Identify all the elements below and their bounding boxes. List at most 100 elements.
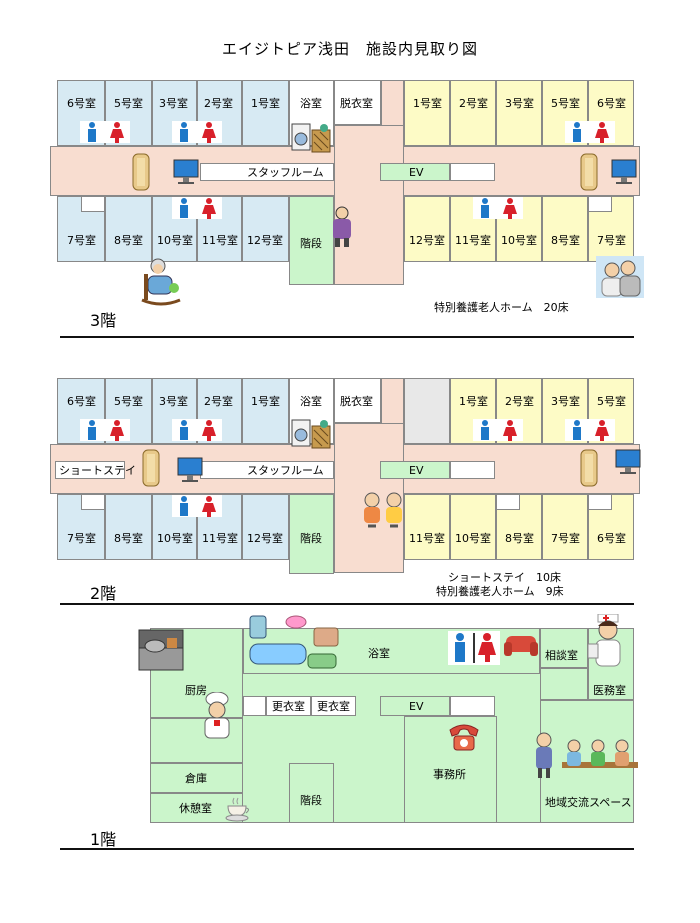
room-label: 2号室 bbox=[204, 97, 233, 110]
floor-2-note-1: ショートステイ 10床 bbox=[448, 571, 561, 584]
room-label: 地域交流スペース bbox=[545, 796, 632, 809]
sofa-icon bbox=[132, 153, 150, 191]
room-f2-12: 12号室 bbox=[242, 494, 289, 560]
room-label: 1号室 bbox=[251, 97, 280, 110]
restroom-icon bbox=[565, 121, 615, 143]
room-label: 階段 bbox=[300, 532, 322, 545]
room-label: 事務所 bbox=[433, 768, 466, 781]
room-label: スタッフルーム bbox=[247, 464, 324, 477]
closet-f3 bbox=[81, 196, 105, 212]
restroom-icon bbox=[473, 419, 523, 441]
room-label: 5号室 bbox=[551, 97, 580, 110]
room-label: 2号室 bbox=[505, 395, 534, 408]
armchair-icon bbox=[504, 636, 538, 656]
room-label: 1号室 bbox=[413, 97, 442, 110]
closet-f2 bbox=[81, 494, 105, 510]
office-f1: 事務所 bbox=[404, 716, 497, 823]
stairs-f1: 階段 bbox=[289, 763, 334, 823]
room-label: 7号室 bbox=[551, 532, 580, 545]
ev-f1: EV bbox=[380, 696, 450, 716]
room-label: 10号室 bbox=[501, 234, 537, 247]
elderly-couple-icon bbox=[596, 256, 644, 298]
floor-3-label: 3階 bbox=[90, 311, 117, 330]
room-label: 10号室 bbox=[157, 234, 193, 247]
washing-machine-icon bbox=[291, 419, 331, 449]
room-label: 脱衣室 bbox=[340, 395, 373, 408]
room-label: 3号室 bbox=[159, 395, 188, 408]
room-label: 医務室 bbox=[593, 684, 626, 697]
room-label: 3号室 bbox=[551, 395, 580, 408]
room-label: 6号室 bbox=[67, 395, 96, 408]
room-label: 厨房 bbox=[185, 684, 207, 697]
room-label: 浴室 bbox=[300, 395, 322, 408]
restroom-icon bbox=[80, 419, 130, 441]
room-label: 5号室 bbox=[597, 395, 626, 408]
floor-1-label: 1階 bbox=[90, 830, 117, 849]
room-f3-1: 1号室 bbox=[242, 80, 289, 146]
room-label: EV bbox=[409, 464, 424, 477]
room-label: 7号室 bbox=[597, 234, 626, 247]
room-label: 6号室 bbox=[597, 97, 626, 110]
room-label: 5号室 bbox=[114, 395, 143, 408]
nurse-icon bbox=[587, 614, 621, 667]
room-label: EV bbox=[409, 700, 424, 713]
room-f2-r7: 7号室 bbox=[542, 494, 588, 560]
room-label: 2号室 bbox=[204, 395, 233, 408]
room-label: 休憩室 bbox=[179, 802, 212, 815]
room-label: 10号室 bbox=[157, 532, 193, 545]
staff-room-f2: スタッフルーム bbox=[200, 461, 334, 479]
closet-f2-r2 bbox=[496, 494, 520, 510]
washing-machine-icon bbox=[291, 123, 331, 153]
room-label: 3号室 bbox=[505, 97, 534, 110]
room-f3-r3: 3号室 bbox=[496, 80, 542, 146]
staff-room-f3: スタッフルーム bbox=[200, 163, 334, 181]
locker-room-2-f1: 更衣室 bbox=[311, 696, 356, 716]
room-label: 7号室 bbox=[67, 532, 96, 545]
room-label: ショートステイ bbox=[59, 464, 136, 477]
room-label: 2号室 bbox=[459, 97, 488, 110]
ev-f2: EV bbox=[380, 461, 450, 479]
dressing-f3: 脱衣室 bbox=[334, 80, 381, 125]
room-f2-r11: 11号室 bbox=[404, 494, 450, 560]
room-label: 11号室 bbox=[455, 234, 491, 247]
closet-f2-r bbox=[588, 494, 612, 510]
room-label: 脱衣室 bbox=[340, 97, 373, 110]
computer-monitor-icon bbox=[615, 449, 641, 474]
room-label: 階段 bbox=[300, 794, 322, 807]
page-title: エイジトピア浅田 施設内見取り図 bbox=[221, 40, 478, 58]
bath-supplies-icon bbox=[249, 615, 339, 669]
floor-2-divider bbox=[60, 603, 634, 605]
consult-hall-f1 bbox=[540, 668, 588, 700]
telephone-icon bbox=[449, 724, 479, 751]
room-f3-r12: 12号室 bbox=[404, 196, 450, 262]
floor-3-divider bbox=[60, 336, 634, 338]
room-label: 階段 bbox=[300, 237, 322, 250]
restroom-icon bbox=[565, 419, 615, 441]
kitchen-stove-icon bbox=[138, 629, 184, 671]
room-label: 11号室 bbox=[202, 234, 238, 247]
ev-f3: EV bbox=[380, 163, 450, 181]
computer-monitor-icon bbox=[177, 457, 203, 482]
restroom-icon bbox=[448, 631, 500, 665]
children-playing-icon bbox=[364, 492, 402, 528]
locker-room-1-f1: 更衣室 bbox=[266, 696, 311, 716]
elderly-woman-rocking-chair-icon bbox=[141, 258, 181, 306]
room-label: 12号室 bbox=[247, 532, 283, 545]
room-f3-12: 12号室 bbox=[242, 196, 289, 262]
stairs-f3: 階段 bbox=[289, 196, 334, 285]
closet-f3-r bbox=[588, 196, 612, 212]
room-label: スタッフルーム bbox=[247, 166, 324, 179]
room-label: 8号室 bbox=[114, 532, 143, 545]
room-label: 12号室 bbox=[247, 234, 283, 247]
ev-hall-f3 bbox=[450, 163, 495, 181]
restroom-icon bbox=[80, 121, 130, 143]
restroom-icon bbox=[172, 197, 222, 219]
room-label: 更衣室 bbox=[272, 700, 305, 713]
room-f2-r10: 10号室 bbox=[450, 494, 496, 560]
room-f3-r8: 8号室 bbox=[542, 196, 588, 262]
elderly-person-icon bbox=[333, 206, 351, 247]
chef-icon bbox=[204, 692, 230, 739]
restroom-icon bbox=[172, 121, 222, 143]
sofa-icon bbox=[142, 449, 160, 487]
room-label: 11号室 bbox=[409, 532, 445, 545]
